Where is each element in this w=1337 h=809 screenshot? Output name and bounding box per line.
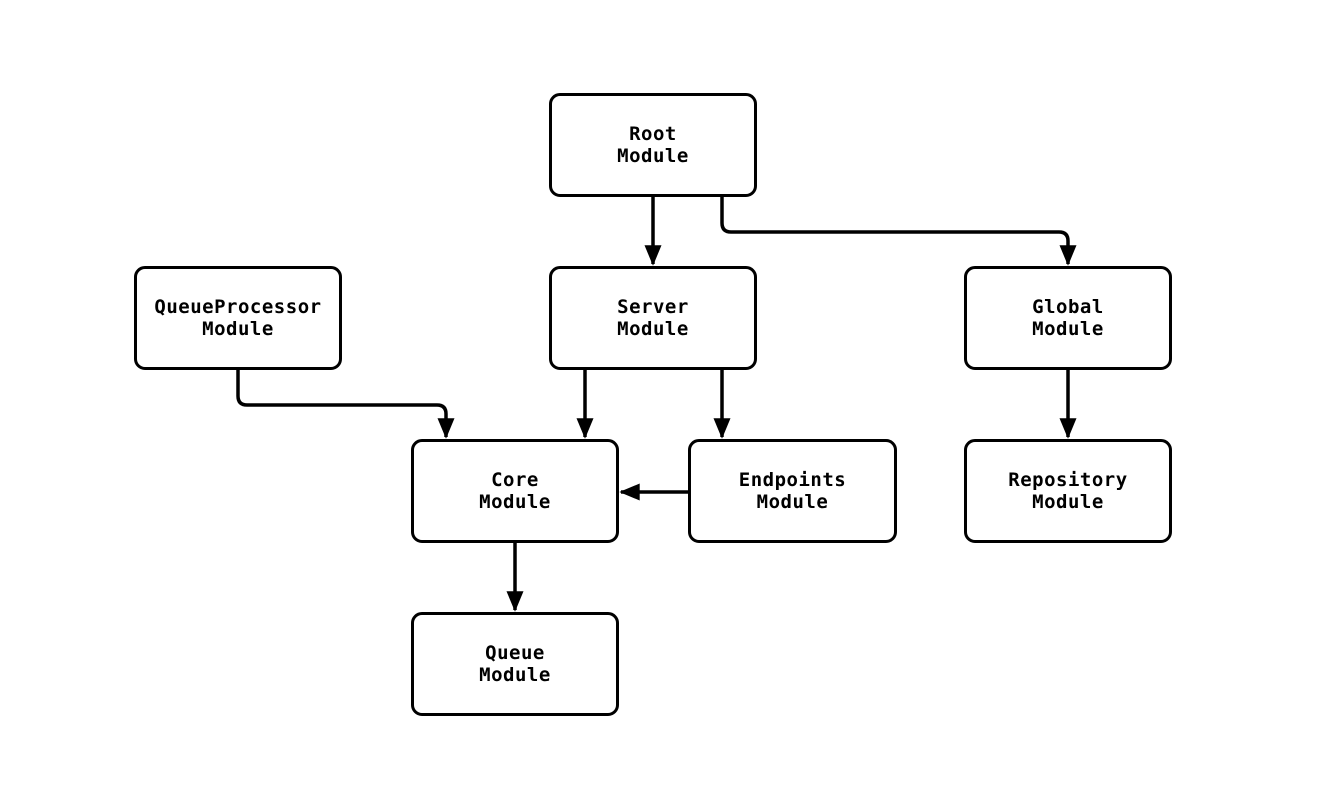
node-core-module: Core Module — [411, 439, 619, 543]
node-server-module: Server Module — [549, 266, 757, 370]
node-endpoints-module: Endpoints Module — [688, 439, 897, 543]
node-repository-module: Repository Module — [964, 439, 1172, 543]
node-queue-module: Queue Module — [411, 612, 619, 716]
edges-group — [236, 197, 1077, 612]
edge-root-to-global — [720, 197, 1077, 266]
node-root-module: Root Module — [549, 93, 757, 197]
node-queueprocessor-module: QueueProcessor Module — [134, 266, 342, 370]
node-global-module: Global Module — [964, 266, 1172, 370]
edge-queueprocessor-to-core — [236, 370, 455, 439]
